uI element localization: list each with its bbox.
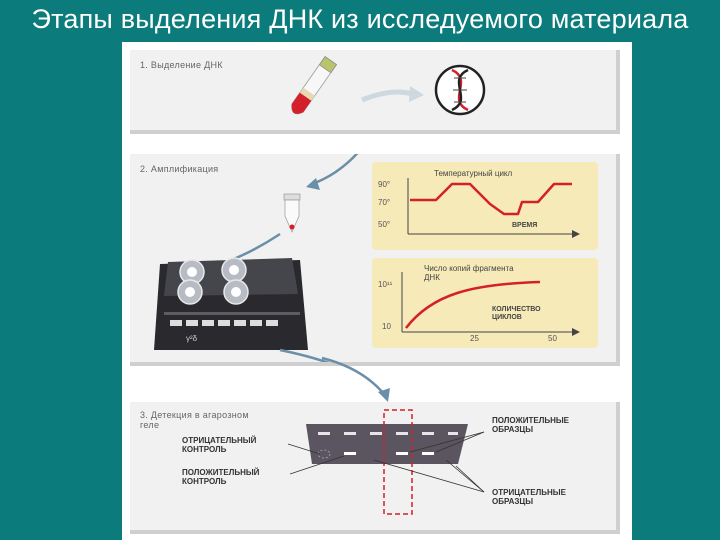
temp-chart-title: Температурный цикл [434, 169, 513, 178]
slide-title: Этапы выделения ДНК из исследуемого мате… [31, 4, 689, 34]
copies-xlabel: КОЛИЧЕСТВО ЦИКЛОВ [492, 306, 541, 321]
panel-amplification: 2. Амплификация [130, 154, 620, 366]
arrow-to-dna [361, 89, 413, 103]
copies-chart-title: Число копий фрагмента ДНК [424, 264, 514, 282]
thermocycler-icon [154, 257, 308, 350]
copies-ytick-bottom: 10 [382, 322, 391, 331]
test-tube-icon [291, 56, 338, 115]
step3-label: 3. Детекция в агарозном геле [140, 410, 249, 430]
temp-xlabel: ВРЕМЯ [512, 222, 538, 229]
neg-samples-label: ОТРИЦАТЕЛЬНЫЕ ОБРАЗЦЫ [492, 488, 566, 506]
gel-illustration [287, 409, 485, 515]
temp-chart-plot [407, 178, 580, 238]
copies-ytick-top: 10¹¹ [378, 280, 393, 289]
copies-chart: Число копий фрагмента ДНК 10¹¹ 10 КОЛИЧЕ… [372, 258, 598, 348]
panel-gel-detection: 3. Детекция в агарозном геле ОТРИЦАТЕЛЬН… [130, 402, 620, 534]
temp-tick-70: 70° [378, 198, 391, 207]
amplification-illustration [154, 154, 359, 362]
panel-dna-extraction: 1. Выделение ДНК [130, 50, 620, 134]
copies-growth-curve [405, 280, 541, 329]
temperature-cycle-chart: Температурный цикл 90° 70° 50° ВРЕМЯ [372, 162, 598, 250]
temp-cycle-line [410, 182, 572, 216]
highlight-box [383, 409, 413, 515]
step1-label: 1. Выделение ДНК [140, 60, 223, 70]
figure: 1. Выделение ДНК 2. Амп [122, 42, 632, 540]
pcr-tube-icon [283, 193, 301, 233]
neg-control-label: ОТРИЦАТЕЛЬНЫЙ КОНТРОЛЬ [182, 436, 257, 454]
dna-extraction-illustration [291, 56, 486, 116]
pos-samples-label: ПОЛОЖИТЕЛЬНЫЕ ОБРАЗЦЫ [492, 416, 570, 434]
pos-control-label: ПОЛОЖИТЕЛЬНЫЙ КОНТРОЛЬ [182, 468, 260, 486]
temp-tick-90: 90° [378, 180, 391, 189]
copies-xtick-50: 50 [548, 334, 557, 343]
dna-helix-icon [434, 64, 486, 116]
device-marking: γ²δ [186, 334, 198, 343]
temp-tick-50: 50° [378, 220, 391, 229]
copies-xtick-25: 25 [470, 334, 479, 343]
agarose-gel [306, 424, 468, 464]
step2-label: 2. Амплификация [140, 164, 219, 174]
copies-chart-plot [401, 272, 580, 336]
